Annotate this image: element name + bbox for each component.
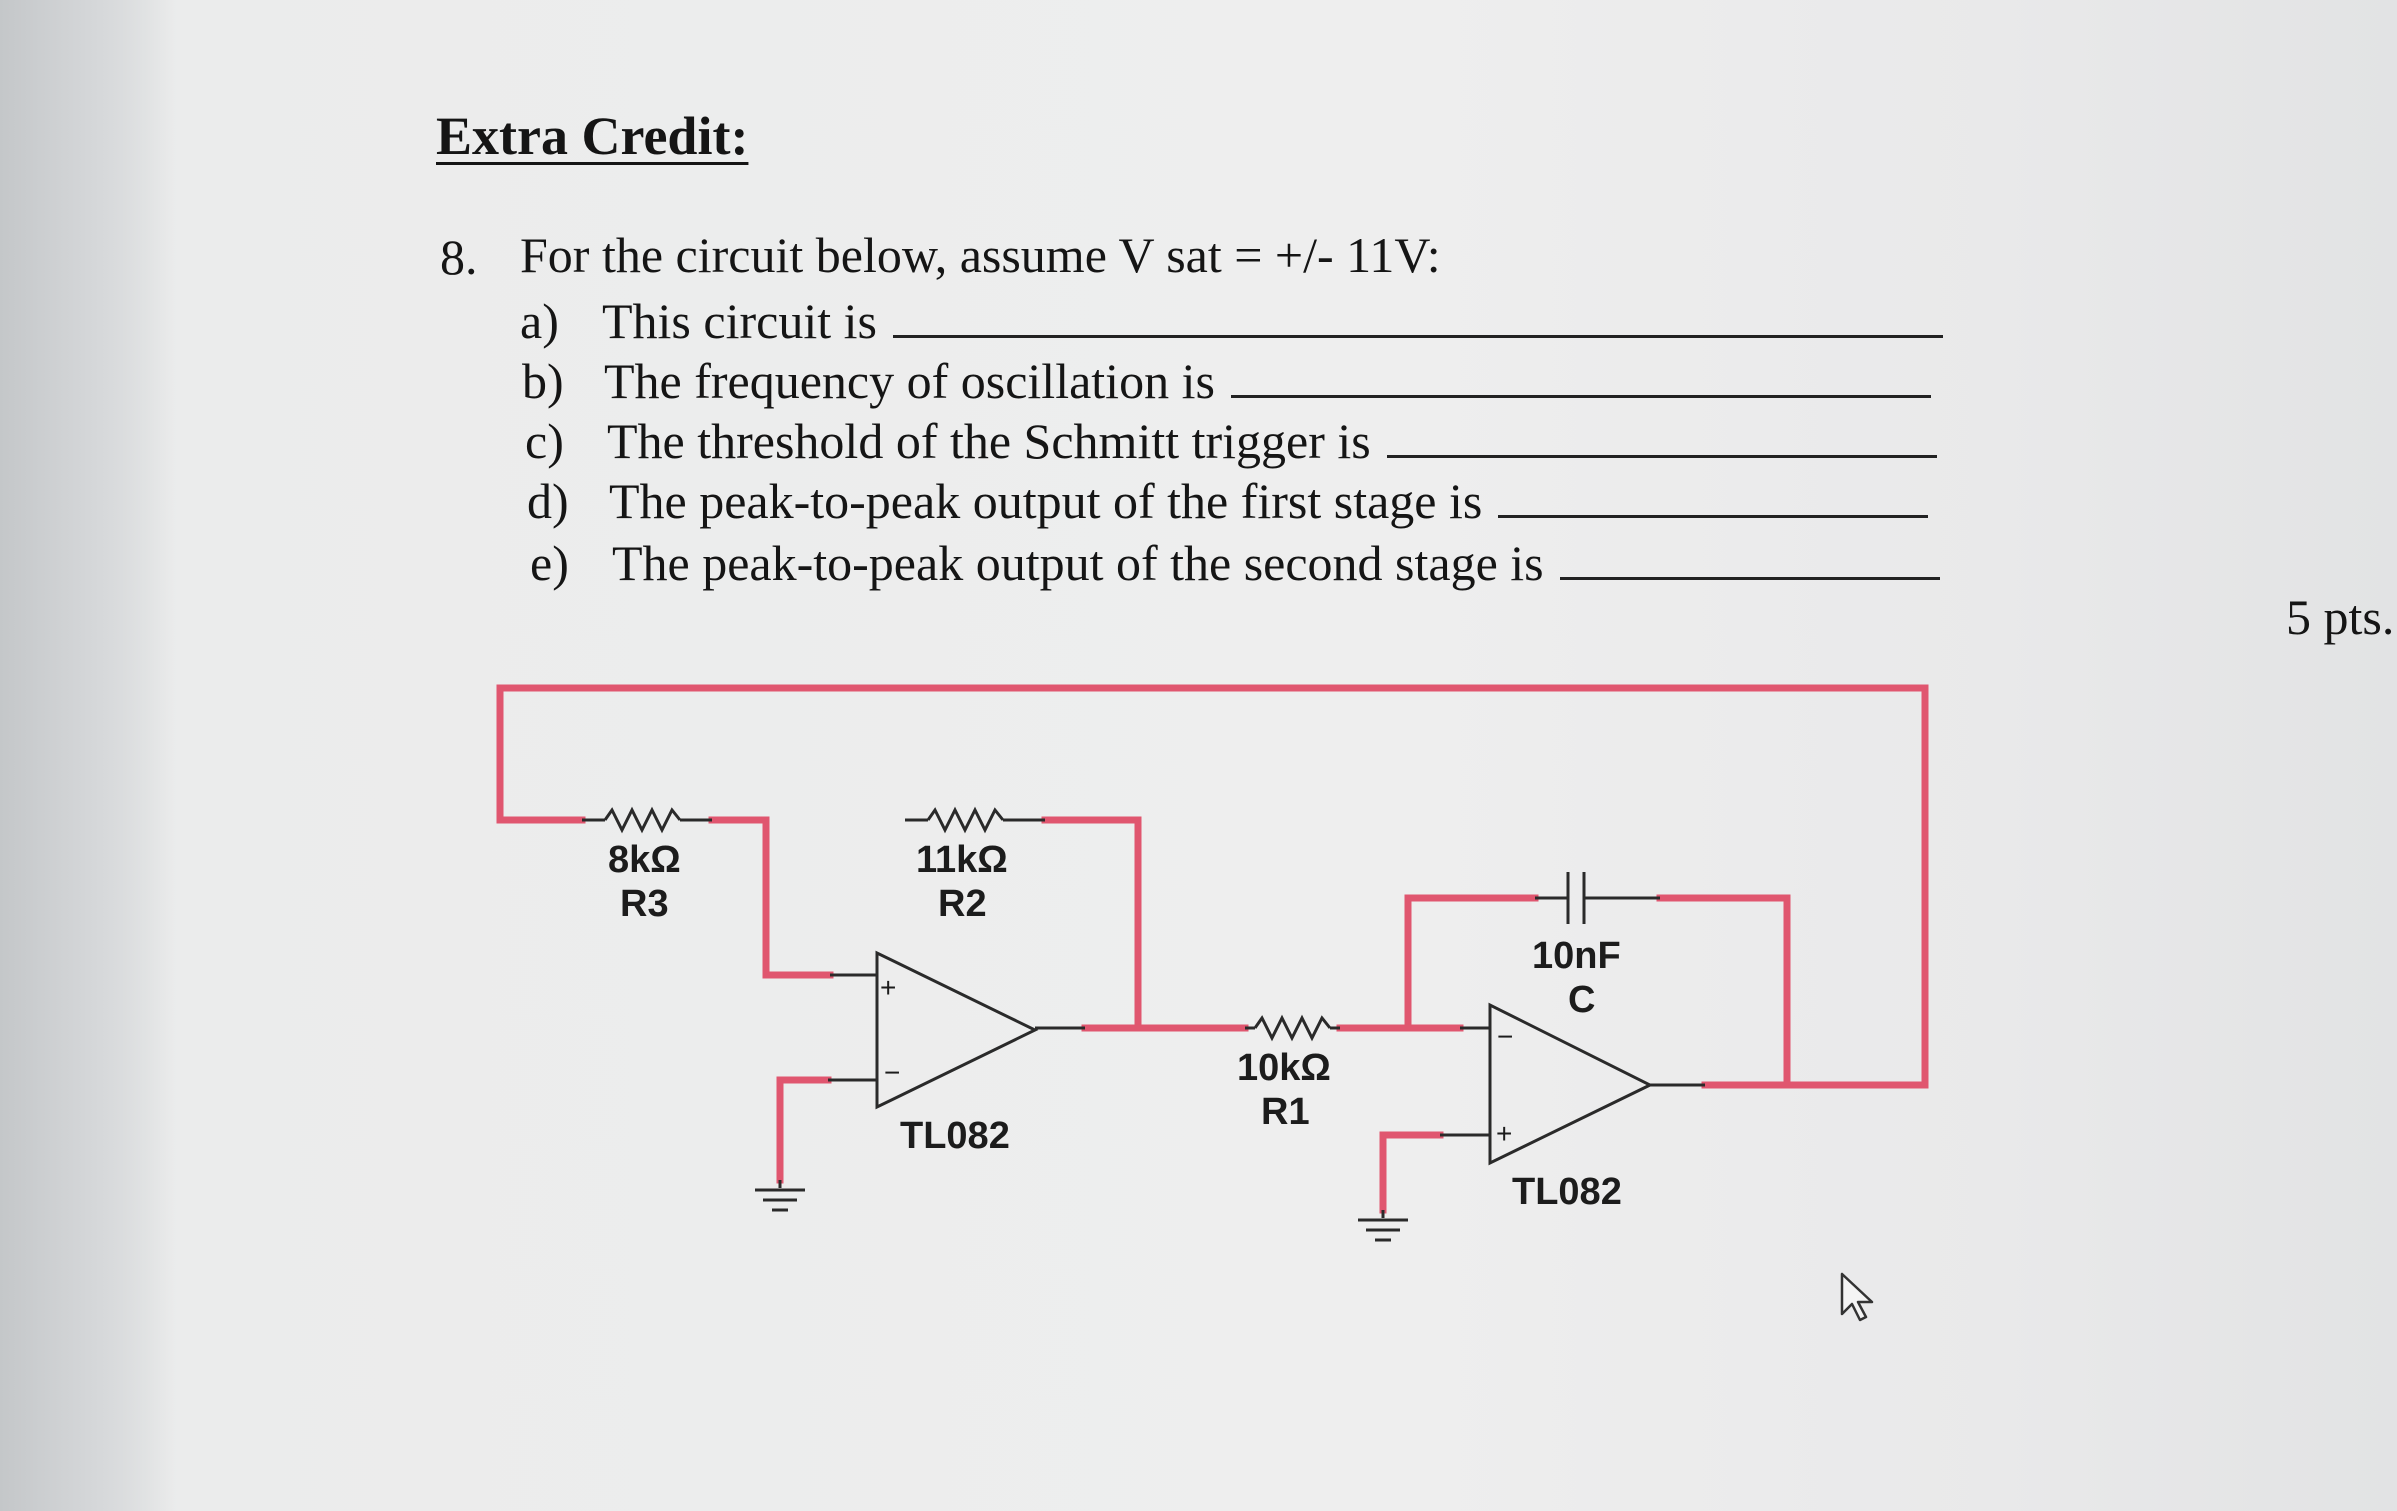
part-letter: d) <box>527 473 569 529</box>
points-label: 5 pts. <box>2286 589 2395 645</box>
question-part-a: a) This circuit is <box>520 292 1943 350</box>
question-number: 8. <box>440 229 478 285</box>
r2-ref-label: R2 <box>938 883 987 925</box>
r3-value-label: 8kΩ <box>608 839 681 881</box>
feedback-wire <box>496 684 1929 1089</box>
resistor-r3 <box>603 806 682 834</box>
cap-right-wire <box>1656 894 1791 1089</box>
page-title: Extra Credit: <box>436 106 749 166</box>
resistor-r2 <box>926 806 1005 834</box>
r1-value-label: 10kΩ <box>1237 1047 1331 1089</box>
monitor-bezel <box>0 0 175 1511</box>
question-part-e: e) The peak-to-peak output of the second… <box>530 534 1940 592</box>
answer-blank-b[interactable] <box>1230 395 1931 398</box>
answer-blank-a[interactable] <box>892 335 1943 338</box>
opamp2-ground-wire <box>1379 1131 1444 1214</box>
question-text: For the circuit below, assume V sat = +/… <box>520 227 1441 283</box>
answer-blank-e[interactable] <box>1559 577 1940 580</box>
opamp2-plus-sign: + <box>1496 1118 1512 1149</box>
part-text: This circuit is <box>602 293 877 349</box>
mouse-cursor-icon <box>1840 1272 1874 1322</box>
answer-blank-d[interactable] <box>1498 515 1929 518</box>
part-letter: a) <box>520 293 559 349</box>
capacitor-value-label: 10nF <box>1532 935 1621 977</box>
noninv-input-wire <box>762 816 834 979</box>
question-part-c: c) The threshold of the Schmitt trigger … <box>525 412 1937 470</box>
opamp1-triangle <box>875 950 1039 1110</box>
question-part-d: d) The peak-to-peak output of the first … <box>527 472 1929 530</box>
part-letter: b) <box>522 353 564 409</box>
opamp1-plus-sign: + <box>880 972 896 1003</box>
opamp1-minus-sign: − <box>884 1057 900 1088</box>
ground-symbol-2 <box>1358 1210 1408 1242</box>
opamp1-ground-wire <box>776 1076 832 1184</box>
ground-symbol-1 <box>755 1180 805 1212</box>
cap-left-wire <box>1404 894 1539 1032</box>
r3-ref-label: R3 <box>620 883 669 925</box>
part-letter: c) <box>525 413 564 469</box>
opamp2-ref-label: TL082 <box>1512 1171 1622 1213</box>
answer-blank-c[interactable] <box>1386 455 1937 458</box>
part-text: The frequency of oscillation is <box>604 353 1215 409</box>
opamp2-triangle <box>1488 1002 1654 1166</box>
opamp1-ref-label: TL082 <box>900 1115 1010 1157</box>
resistor-r1 <box>1253 1014 1332 1042</box>
opamp2-minus-sign: − <box>1497 1021 1513 1052</box>
capacitor-ref-label: C <box>1568 979 1595 1021</box>
part-text: The threshold of the Schmitt trigger is <box>607 413 1371 469</box>
r2-output-wire <box>1041 816 1142 1032</box>
r2-value-label: 11kΩ <box>916 839 1008 881</box>
r1-ref-label: R1 <box>1261 1091 1310 1133</box>
question-part-b: b) The frequency of oscillation is <box>522 352 1931 410</box>
part-text: The peak-to-peak output of the second st… <box>612 535 1544 591</box>
part-letter: e) <box>530 535 569 591</box>
part-text: The peak-to-peak output of the first sta… <box>609 473 1483 529</box>
